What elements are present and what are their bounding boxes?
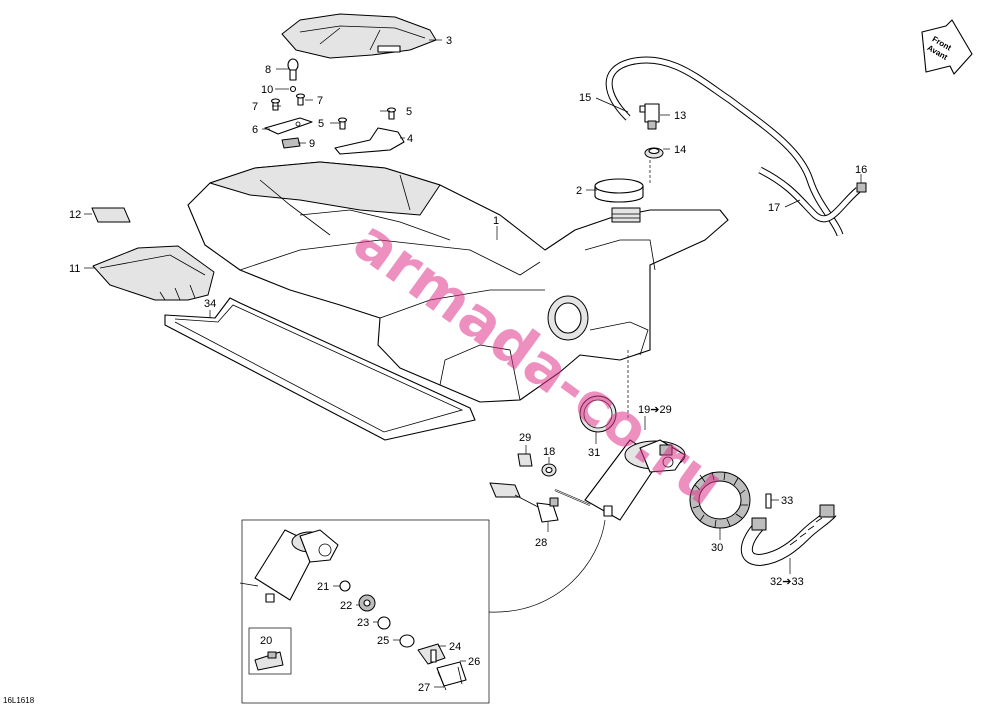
callout-14: 14: [674, 144, 686, 156]
callout-28: 28: [535, 537, 547, 549]
callout-23: 23: [357, 617, 369, 629]
part-12-pad: [91, 207, 131, 223]
inset-part-24-regulator: [417, 643, 446, 665]
part-14-grommet: [644, 147, 664, 159]
callout-7-left: 7: [252, 101, 258, 113]
part-16-connector: [856, 182, 867, 193]
part-5-screw-right: [386, 107, 397, 120]
callout-16: 16: [855, 164, 867, 176]
part-13-vent-valve: [639, 103, 660, 130]
part-8-fastener: [287, 58, 299, 81]
callout-32-33: 32➔33: [770, 576, 804, 588]
callout-25: 25: [377, 635, 389, 647]
part-29-fitting: [517, 453, 533, 467]
part-17-hose: [758, 166, 861, 223]
callout-18: 18: [543, 446, 555, 458]
callout-10: 10: [261, 84, 273, 96]
part-3-top-cover: [281, 13, 437, 59]
callout-22: 22: [340, 600, 352, 612]
callout-30: 30: [711, 542, 723, 554]
callout-numbers: 3 1 2 4 5 5 6 7 7 8 9 10 11 12 13 14 15 …: [69, 35, 867, 694]
part-28-level-sender: [489, 482, 559, 523]
inset-part-27-screws: [437, 666, 463, 691]
callout-2: 2: [576, 185, 582, 197]
callout-26: 26: [468, 656, 480, 668]
fuel-pump-assembly: [554, 439, 686, 521]
callout-12: 12: [69, 209, 81, 221]
part-18-washer: [541, 463, 557, 477]
callout-13: 13: [674, 110, 686, 122]
part-30-lock-ring: [689, 471, 751, 529]
part-11-support-plate: [92, 245, 215, 301]
inset-part-23-o-ring: [377, 616, 391, 630]
callout-31: 31: [588, 447, 600, 459]
callout-34: 34: [204, 298, 216, 310]
callout-1: 1: [493, 215, 499, 227]
inset-part-22-filter: [358, 594, 376, 612]
part-33-clamp: [765, 493, 772, 509]
callout-3: 3: [446, 35, 452, 47]
part-7-screw-left: [270, 98, 281, 111]
part-31-o-ring: [579, 395, 617, 433]
callout-20: 20: [260, 635, 272, 647]
part-5-screw-left: [337, 117, 348, 130]
figure-code: 16L1618: [3, 696, 35, 705]
callout-5-right: 5: [406, 106, 412, 118]
callout-8: 8: [265, 64, 271, 76]
part-34-gasket: [164, 297, 476, 441]
inset-part-20-detail-box: [248, 627, 292, 675]
leader-lines: [84, 39, 862, 688]
part-7-screw-right: [295, 93, 306, 106]
callout-17: 17: [768, 202, 780, 214]
callout-19-29: 19➔29: [638, 404, 672, 416]
callout-11: 11: [69, 263, 80, 275]
part-4-bracket: [334, 127, 405, 155]
part-2-filler-cap: [594, 178, 644, 203]
callout-9: 9: [309, 138, 315, 150]
inset-pump-module: [239, 529, 339, 603]
callout-29: 29: [519, 432, 531, 444]
callout-21: 21: [317, 581, 329, 593]
callout-15: 15: [579, 92, 591, 104]
part-9-clip: [281, 137, 301, 149]
callout-27: 27: [418, 682, 430, 694]
part-10-washer: [289, 85, 297, 93]
part-32-hose: [740, 504, 837, 567]
front-direction-arrow: Front Avant: [921, 19, 973, 75]
callout-24: 24: [449, 641, 461, 653]
callout-5-left: 5: [318, 118, 324, 130]
callout-7-right: 7: [317, 95, 323, 107]
callout-6: 6: [252, 124, 258, 136]
inset-part-25-o-ring: [399, 634, 415, 648]
detail-inset: [241, 519, 606, 704]
callout-33: 33: [781, 495, 793, 507]
part-15-vent-hose: [605, 56, 844, 237]
part-1-fuel-tank: [187, 161, 729, 403]
part-6-bracket: [264, 117, 313, 135]
inset-part-21-o-ring: [339, 580, 351, 592]
callout-4: 4: [407, 133, 413, 145]
